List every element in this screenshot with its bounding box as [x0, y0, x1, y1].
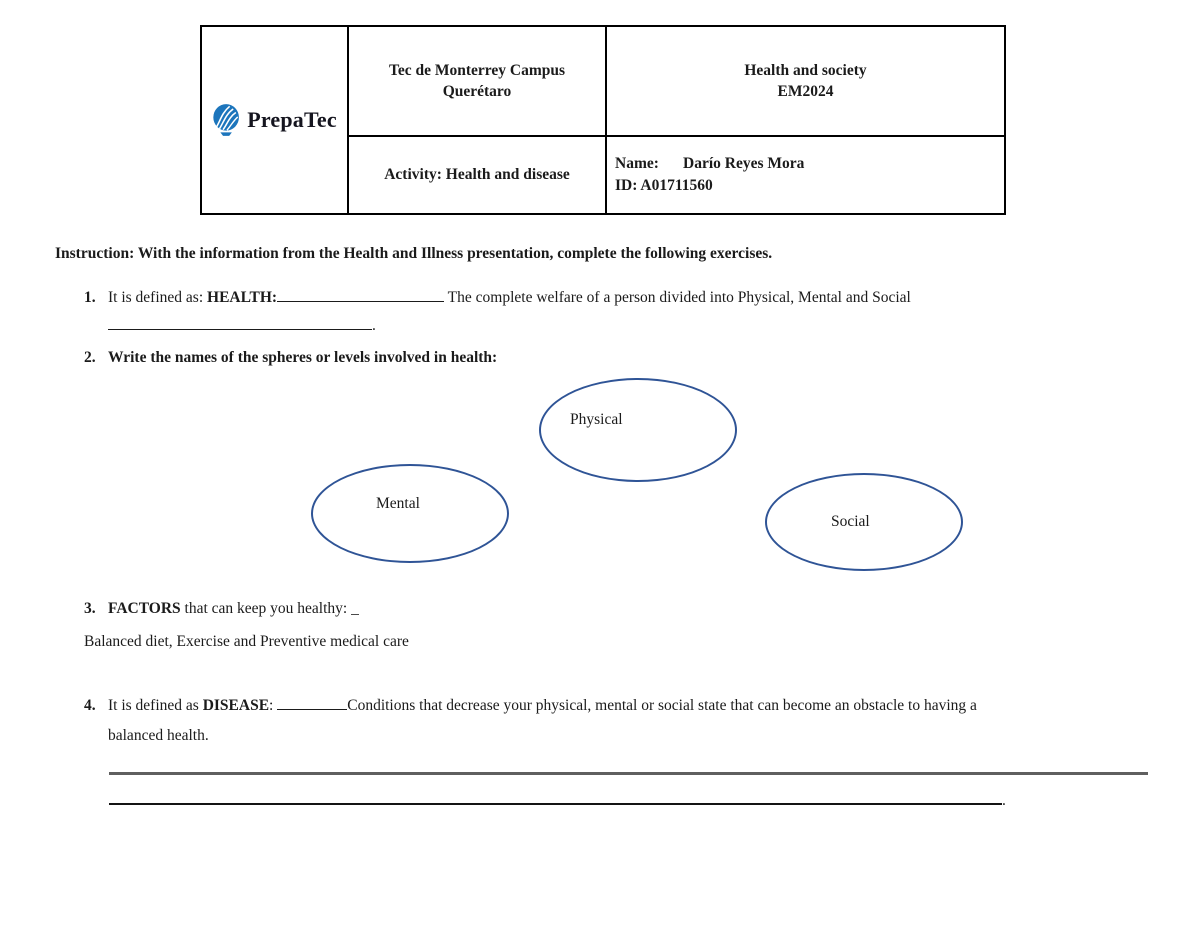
logo-cell: PrepaTec	[200, 25, 349, 215]
exercise-1-prefix: It is defined as:	[108, 289, 208, 306]
exercise-3-line: 3. FACTORS that can keep you healthy: _	[84, 600, 359, 618]
student-name: Darío Reyes Mora	[683, 155, 805, 172]
institution-cell: Tec de Monterrey Campus Querétaro	[347, 25, 607, 137]
exercise-1-line1: 1. It is defined as: HEALTH: The complete…	[84, 287, 911, 307]
exercise-1-line2: .	[108, 315, 376, 335]
sphere-ellipse-social: Social	[765, 473, 963, 571]
exercise-1-term: HEALTH:	[207, 289, 278, 306]
exercise-4-line2: balanced health.	[108, 727, 209, 744]
exercise-2-line: 2. Write the names of the spheres or leve…	[84, 349, 497, 367]
answer-rule-line-2: .	[109, 789, 1006, 810]
prepatec-flame-icon	[212, 102, 242, 138]
exercise-4-separator: :	[269, 697, 278, 714]
course-code: EM2024	[777, 83, 834, 100]
student-id-row: ID: A01711560	[615, 175, 1004, 197]
course-cell: Health and society EM2024	[605, 25, 1006, 137]
answer-rule-period: .	[1002, 792, 1006, 809]
id-label: ID:	[615, 177, 638, 194]
student-cell: Name: Darío Reyes Mora ID: A01711560	[605, 135, 1006, 215]
exercise-1-answer: The complete welfare of a person divided…	[444, 289, 911, 306]
exercise-4-number: 4.	[84, 697, 96, 714]
exercise-3-term: FACTORS	[108, 600, 181, 617]
student-name-row: Name: Darío Reyes Mora	[615, 153, 1004, 175]
exercise-4-answer-line1: Conditions that decrease your physical, …	[347, 697, 977, 714]
exercise-3-number: 3.	[84, 600, 96, 617]
prepatec-logo: PrepaTec	[202, 102, 347, 138]
sphere-ellipse-physical: Physical	[539, 378, 737, 482]
sphere-label-mental: Mental	[376, 495, 420, 512]
exercise-1-blank-line2	[108, 315, 372, 330]
exercise-4-blank	[277, 695, 348, 710]
exercise-4-line1: 4. It is defined as DISEASE: Conditions t…	[84, 695, 977, 715]
exercise-2-number: 2.	[84, 349, 96, 366]
name-label: Name:	[615, 155, 659, 172]
sphere-label-social: Social	[831, 513, 870, 530]
logo-wordmark: PrepaTec	[247, 107, 337, 132]
exercise-2-prompt: Write the names of the spheres or levels…	[108, 349, 498, 366]
course-title: Health and society	[744, 62, 867, 79]
institution-line2: Querétaro	[442, 83, 512, 100]
exercise-1-blank	[277, 287, 445, 302]
student-id: A01711560	[640, 177, 713, 194]
sphere-label-physical: Physical	[570, 411, 623, 428]
activity-title: Activity: Health and disease	[384, 166, 570, 183]
exercise-3-answer: Balanced diet, Exercise and Preventive m…	[84, 633, 409, 650]
exercise-1-period: .	[372, 317, 376, 334]
exercise-3-rest: that can keep you healthy: _	[180, 600, 359, 617]
sphere-ellipse-mental: Mental	[311, 464, 509, 563]
instruction-text: Instruction: With the information from t…	[55, 245, 773, 262]
answer-rule-line-2-blank	[109, 789, 1002, 805]
activity-cell: Activity: Health and disease	[347, 135, 607, 215]
answer-rule-line-1	[109, 772, 1148, 775]
institution-line1: Tec de Monterrey Campus	[388, 62, 566, 79]
exercise-1-number: 1.	[84, 289, 96, 306]
exercise-4-term: DISEASE	[202, 697, 270, 714]
header-table: PrepaTec Tec de Monterrey Campus Queréta…	[200, 25, 1006, 215]
exercise-4-prefix: It is defined as	[108, 697, 203, 714]
